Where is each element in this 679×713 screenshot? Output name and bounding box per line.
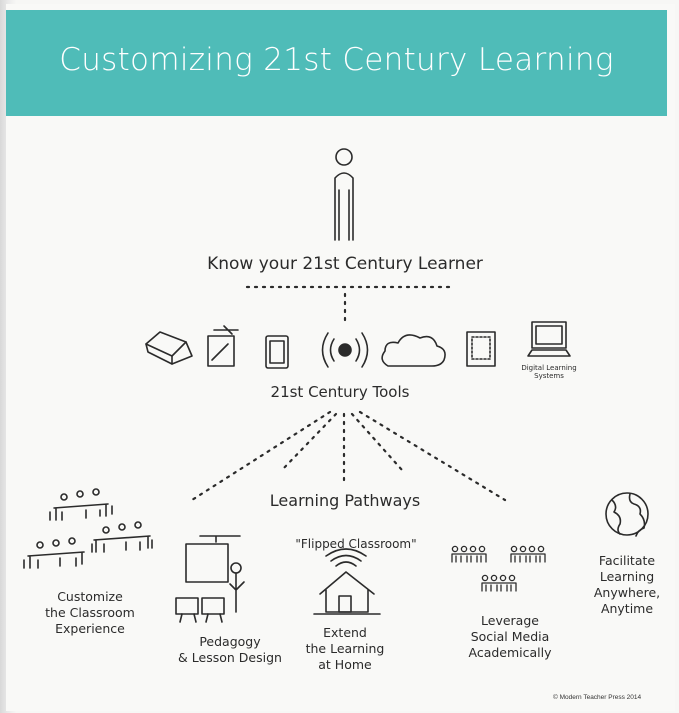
flipped-classroom-caption: "Flipped Classroom" [295,537,417,551]
copyright-notice: © Modern Teacher Press 2014 [553,694,642,701]
learner-figure-icon [334,148,354,241]
header-band [6,10,667,116]
pathway-connectors [190,410,507,502]
cloud-icon [381,334,446,367]
digital-learning-systems-label: Digital Learning Systems [521,364,577,380]
tools-heading: 21st Century Tools [270,383,410,401]
interactive-whiteboard-icon [207,325,239,367]
poster [6,4,675,711]
page-title: Customizing 21st Century Learning [59,42,614,78]
computer-monitor-icon [527,321,571,357]
pathway-label-extend: Extend the Learning at Home [305,625,385,672]
classroom-tables-icon [23,488,153,569]
learner-heading: Know your 21st Century Learner [207,254,483,274]
pathway-label-anywhere: Facilitate Learning Anywhere, Anytime [593,553,661,616]
wireless-signal-icon [321,332,369,368]
keypad-device-icon [466,331,496,367]
pathway-label-social: Leverage Social Media Academically [468,613,552,660]
people-groups-icon [451,545,546,592]
teacher-whiteboard-icon [175,535,245,623]
wifi-house-icon [313,548,381,615]
tablet-icon [265,335,289,369]
pathways-heading: Learning Pathways [269,491,421,510]
globe-icon [605,492,649,537]
pathway-label-pedagogy: Pedagogy & Lesson Design [178,634,282,665]
pathway-label-classroom: Customize the Classroom Experience [45,589,135,636]
laptop-icon [145,331,193,365]
